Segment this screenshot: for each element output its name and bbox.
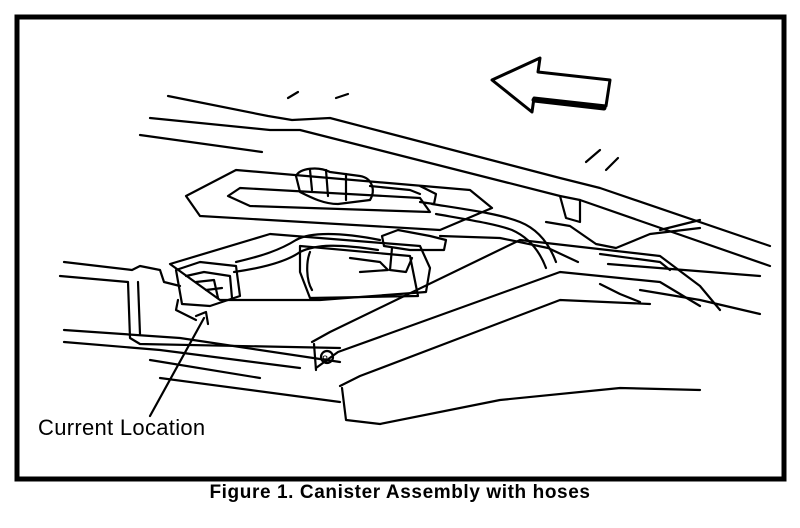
direction-arrow: [490, 56, 612, 114]
hoses: [232, 202, 580, 274]
figure-caption: Figure 1. Canister Assembly with hoses: [209, 482, 591, 503]
stamp-mark: 8: [322, 354, 328, 366]
callout-leader: [148, 310, 210, 418]
figure-border: [14, 14, 787, 482]
upper-canister-bracket: [184, 167, 494, 232]
right-structure: [544, 194, 762, 316]
canister-assembly: [168, 228, 448, 302]
floor-panel: [58, 260, 342, 404]
current-location-label: Current Location: [38, 415, 206, 440]
canister-valve: [174, 260, 242, 322]
upper-frame-rails: [138, 90, 772, 268]
cross-member: [310, 238, 722, 426]
